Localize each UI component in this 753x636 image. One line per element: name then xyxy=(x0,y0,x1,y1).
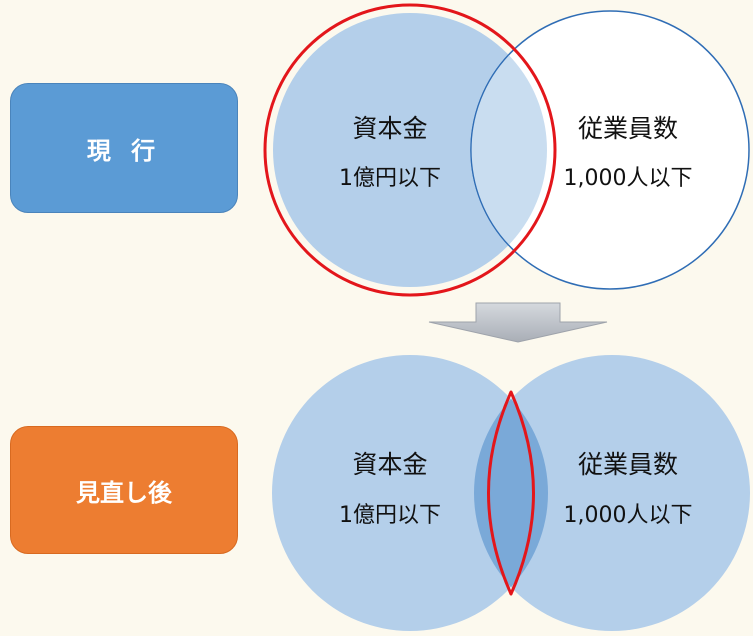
current-label: 現 行 xyxy=(86,136,162,165)
after-label-box: 見直し後 xyxy=(10,426,238,554)
after-circle-employees xyxy=(474,355,750,631)
current-label-box: 現 行 xyxy=(10,83,238,213)
after-label: 見直し後 xyxy=(76,478,172,507)
after-venn: 資本金 1億円以下 従業員数 1,000人以下 xyxy=(272,355,750,631)
current-capital-title: 資本金 xyxy=(352,114,427,143)
down-arrow xyxy=(428,302,608,343)
after-capital-value: 1億円以下 xyxy=(339,503,441,528)
after-employees-title: 従業員数 xyxy=(578,450,678,479)
current-employees-outline xyxy=(470,13,547,287)
current-circle-capital xyxy=(273,13,547,287)
current-employees-title: 従業員数 xyxy=(578,114,678,143)
current-venn: 資本金 1億円以下 従業員数 1,000人以下 xyxy=(263,3,750,297)
current-employees-value: 1,000人以下 xyxy=(564,166,693,191)
current-capital-value: 1億円以下 xyxy=(339,166,441,191)
after-circle-capital xyxy=(272,355,548,631)
after-employees-value: 1,000人以下 xyxy=(564,503,693,528)
after-capital-title: 資本金 xyxy=(352,450,427,479)
after-highlight-outline xyxy=(487,390,535,596)
current-highlight-outline xyxy=(263,3,557,297)
